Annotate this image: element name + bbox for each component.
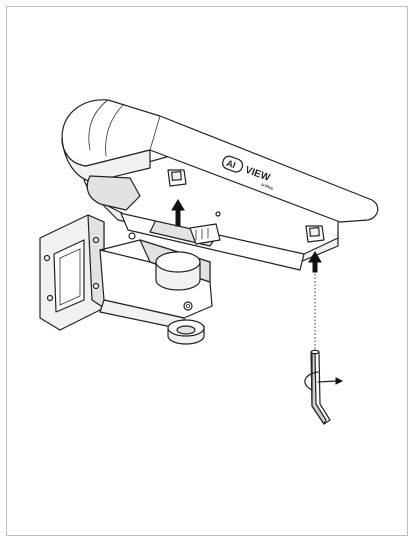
logo-badge-text: AI: [225, 158, 237, 170]
wall-bracket: [39, 214, 213, 345]
allen-key-icon: [304, 349, 344, 425]
logo-sub-text: U Plus: [261, 182, 275, 191]
up-arrow-icon: [171, 199, 185, 227]
camera-housing: [61, 99, 379, 271]
up-arrow-icon: [308, 251, 322, 273]
